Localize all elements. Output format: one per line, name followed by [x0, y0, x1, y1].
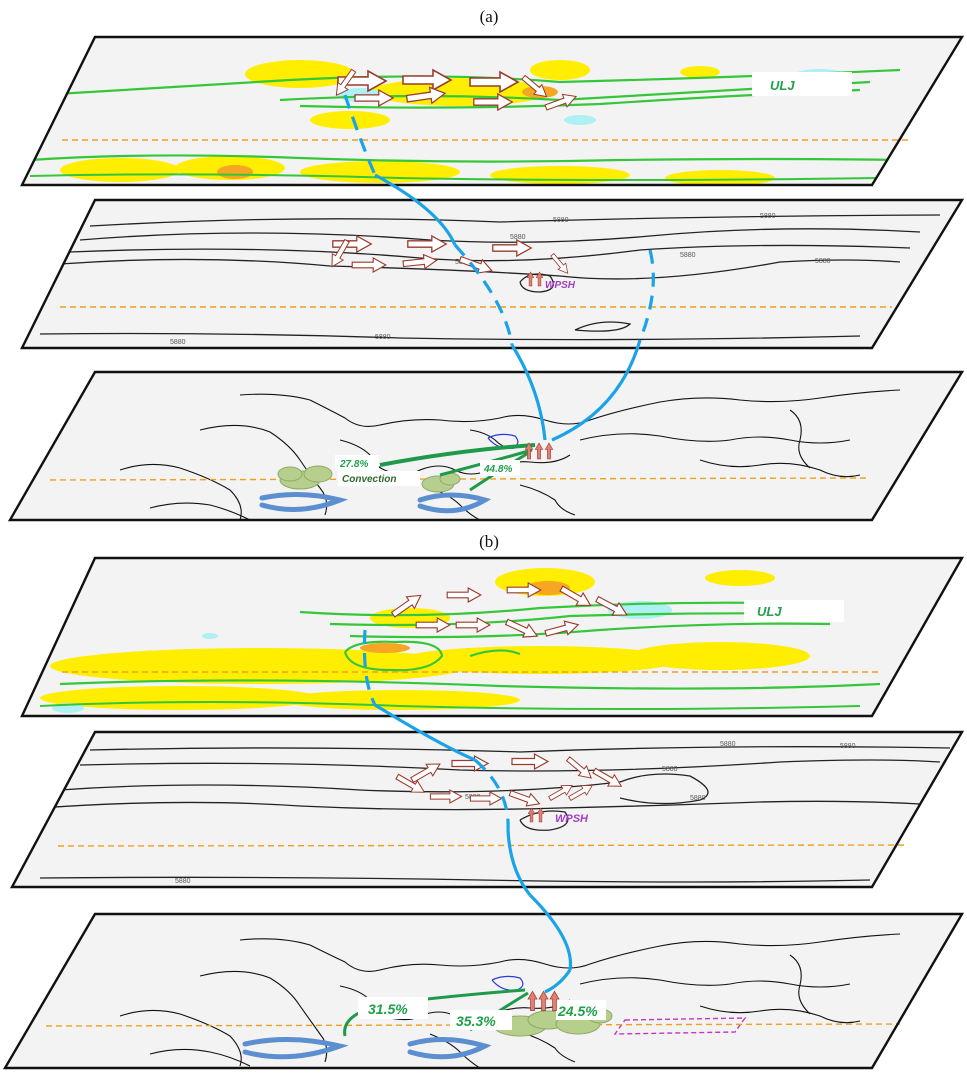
- jet-label: ULJ: [770, 78, 795, 93]
- jet-contour: [29, 173, 881, 181]
- jet-label-box: [752, 72, 852, 96]
- percent-box-left: [358, 997, 428, 1019]
- positive-anomaly: [665, 170, 775, 185]
- moisture-arrow: [379, 443, 536, 467]
- positive-anomaly: [300, 161, 460, 183]
- height-contour: [69, 244, 911, 262]
- height-contour: [574, 321, 632, 332]
- positive-anomaly: [280, 690, 520, 710]
- vertical-link: [343, 94, 655, 442]
- cloud-icon: [421, 472, 461, 493]
- jet-contour: [469, 649, 521, 658]
- contour-label: 5880: [720, 741, 736, 748]
- jet-label: ULJ: [757, 604, 782, 619]
- plane-b-lower: 31.5% 35.3% 24.5%: [2, 912, 965, 1070]
- positive-anomaly: [630, 642, 810, 670]
- positive-anomaly: [490, 166, 630, 184]
- wpsh-label: WPSH: [555, 813, 589, 825]
- contour-label: 5880: [175, 878, 191, 885]
- jet-contour: [39, 68, 901, 97]
- cloud-icon: [277, 465, 333, 490]
- height-contour: [59, 773, 709, 805]
- wpsh-label: WPSH: [545, 280, 576, 291]
- height-contour: [39, 332, 861, 341]
- positive-anomaly: [400, 646, 680, 674]
- circular-arrow-icon: [242, 1037, 349, 1060]
- jet-contour: [299, 601, 821, 617]
- contour-label: 5880: [553, 217, 569, 224]
- circular-arrow-icon: [417, 492, 492, 514]
- region-outline: [491, 975, 524, 991]
- strong-anomaly: [360, 643, 410, 653]
- height-contour: [89, 746, 951, 753]
- positive-anomaly: [310, 111, 390, 129]
- jet-contour: [29, 154, 901, 163]
- contour-label: 5880: [815, 258, 831, 265]
- contour-label: 5880: [375, 334, 391, 341]
- percent-right: 24.5%: [557, 1003, 598, 1019]
- convection-label-box: [338, 471, 420, 486]
- percent-box-middle: [450, 1010, 512, 1030]
- jet-contour: [59, 679, 881, 690]
- contour-label: 5880: [690, 795, 706, 802]
- positive-anomaly: [530, 60, 590, 80]
- plane-b-middle: 5880 5880 5880 5880 5880 5880 WPSH: [9, 730, 965, 889]
- contour-label: 5880: [662, 766, 678, 773]
- plane-b-upper: ULJ: [20, 556, 965, 718]
- convection-label: Convection: [342, 474, 396, 485]
- plane-a-middle: 5880 5880 5880 5880 5880 5880 5880 5880 …: [20, 198, 965, 350]
- vertical-link: [362, 629, 573, 994]
- wpsh-outline: [613, 1017, 747, 1035]
- percent-right: 44.8%: [483, 464, 512, 475]
- plane-a-lower: 27.8% 44.8% Convection: [7, 370, 965, 522]
- height-contour: [39, 876, 871, 883]
- equator-line: [57, 844, 906, 847]
- equator-line: [45, 1023, 901, 1027]
- positive-anomaly: [60, 158, 180, 182]
- percent-box-left: [335, 455, 379, 471]
- contour-label: 5880: [760, 213, 776, 220]
- jet-contour: [343, 640, 444, 672]
- height-contour: [79, 759, 941, 772]
- panel-label-a: (a): [480, 7, 499, 26]
- positive-anomaly: [705, 570, 775, 586]
- percent-left: 27.8%: [339, 459, 368, 470]
- contour-label: 5880: [680, 252, 696, 259]
- percent-box-right: [480, 460, 520, 476]
- percent-left: 31.5%: [368, 1001, 408, 1017]
- jet-contour: [349, 622, 831, 639]
- height-contour: [79, 228, 921, 243]
- equator-line: [49, 477, 869, 481]
- coastlines: [119, 389, 901, 520]
- height-contour: [39, 800, 921, 811]
- percent-middle: 35.3%: [456, 1013, 496, 1029]
- circular-arrow-icon: [407, 1036, 492, 1060]
- contour-label: 5880: [510, 234, 526, 241]
- jet-label-box: [744, 600, 844, 622]
- height-contour: [519, 273, 554, 293]
- percent-box-right: [556, 1000, 606, 1020]
- panel-label-b: (b): [479, 532, 499, 551]
- height-contour: [89, 214, 941, 227]
- negative-anomaly: [564, 115, 596, 125]
- jet-contour: [39, 701, 861, 710]
- positive-anomaly: [50, 648, 470, 684]
- negative-anomaly: [202, 633, 218, 639]
- contour-label: 5880: [170, 339, 186, 346]
- strong-anomaly: [217, 165, 253, 179]
- plane-a-upper: ULJ: [20, 35, 965, 187]
- positive-anomaly: [680, 66, 720, 78]
- contour-label: 5880: [840, 743, 856, 750]
- circular-arrow-icon: [259, 491, 349, 512]
